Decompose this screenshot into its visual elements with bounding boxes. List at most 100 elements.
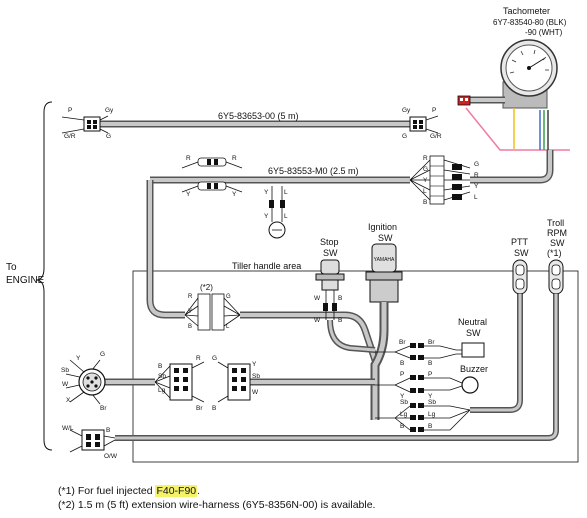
tachometer-part-2: -90 (WHT) bbox=[525, 28, 563, 37]
wire-code-y-buzzer: Y bbox=[400, 393, 405, 400]
wire-code-g-right: G bbox=[402, 133, 407, 140]
harness-1-label: 6Y5-83653-00 (5 m) bbox=[218, 111, 299, 121]
wire-code-r-h2: R bbox=[423, 155, 428, 162]
wire-code-b-neutral-r: B bbox=[428, 360, 432, 367]
stop-switch-cable-inner bbox=[328, 319, 376, 352]
wire-code-l-h2: L bbox=[423, 188, 427, 195]
wire-code-ow-trim: O/W bbox=[104, 453, 118, 460]
wire-code-y-ext: Y bbox=[188, 309, 192, 315]
ptt-wires-left bbox=[375, 405, 411, 431]
wire-code-b-mp1: B bbox=[158, 363, 162, 370]
wire-code-y-h2: Y bbox=[423, 177, 428, 184]
harness-2-to-tach bbox=[470, 150, 554, 184]
tach-red-connector bbox=[457, 95, 471, 106]
footnote-1-suffix: . bbox=[197, 485, 201, 497]
wire-code-b-ptt-r: B bbox=[428, 423, 432, 430]
wire-code-g-left: G bbox=[106, 133, 111, 140]
wire-code-y-lamp-b: Y bbox=[264, 213, 269, 220]
wire-code-gr-right: G/R bbox=[430, 133, 442, 140]
wire-code-r-fuse-l: R bbox=[186, 155, 191, 162]
fuse-connectors bbox=[181, 157, 243, 193]
to-engine-label-2: ENGINE bbox=[6, 275, 45, 286]
extension-note-marker: (*2) bbox=[200, 283, 213, 292]
yamaha-logo: YAMAHA bbox=[374, 257, 395, 263]
footnotes: (*1) For fuel injected F40-F90. (*2) 1.5… bbox=[58, 484, 375, 512]
wire-code-w-stop: W bbox=[314, 295, 321, 302]
troll-switch-label-2: RPM bbox=[547, 228, 567, 238]
harness-2-cable-bottom-inner bbox=[148, 299, 185, 317]
wire-code-p-buzzer-r: P bbox=[428, 371, 432, 378]
wire-code-r-ext: R bbox=[188, 294, 193, 300]
wire-code-g-mp2: G bbox=[212, 355, 217, 362]
wire-code-y-mp2: Y bbox=[252, 361, 257, 368]
wire-code-b-ptt: B bbox=[400, 423, 404, 430]
tachometer-part-1: 6Y7-83540-80 (BLK) bbox=[493, 18, 567, 27]
wire-code-y-fuse-l: Y bbox=[186, 191, 191, 198]
wire-code-y-buzzer-r: Y bbox=[428, 393, 433, 400]
tiller-area-box bbox=[132, 270, 579, 463]
wire-code-sb-mp2: Sb bbox=[252, 373, 260, 380]
wire-code-g-h2: G bbox=[423, 166, 428, 173]
buzzer-wires-left bbox=[375, 377, 411, 393]
harness-1-left-connector bbox=[61, 115, 109, 134]
buzzer-connector bbox=[410, 375, 479, 394]
troll-cable-inner bbox=[115, 294, 558, 440]
wire-code-l-lamp: L bbox=[284, 189, 288, 196]
wire-code-sb-ptt: Sb bbox=[400, 399, 408, 406]
stop-switch-label-2: SW bbox=[323, 248, 338, 258]
ignition-switch: YAMAHA bbox=[365, 243, 403, 303]
wire-code-br-neutral-r: Br bbox=[428, 339, 435, 346]
neutral-switch-label-1: Neutral bbox=[458, 317, 487, 327]
ptt-switch bbox=[512, 259, 528, 295]
wire-code-p-left: P bbox=[68, 107, 72, 114]
to-engine-label-1: To bbox=[6, 262, 17, 273]
wire-code-l-ext: L bbox=[226, 324, 230, 330]
stop-switch-label-1: Stop bbox=[320, 237, 339, 247]
neutral-wires-left bbox=[375, 345, 411, 359]
wire-code-b-trim: B bbox=[106, 427, 110, 434]
wire-code-r-fuse-r: R bbox=[232, 155, 237, 162]
wire-code-lg-ptt-r: Lg bbox=[428, 411, 436, 418]
wire-code-w-round: W bbox=[62, 381, 69, 388]
troll-switch-label-3: SW bbox=[550, 238, 565, 248]
wire-code-g-round: G bbox=[100, 351, 105, 358]
trim-connector bbox=[69, 429, 116, 453]
tachometer-title: Tachometer bbox=[503, 6, 550, 16]
wire-code-b-mp2: B bbox=[212, 405, 216, 412]
wire-code-y-lamp: Y bbox=[264, 189, 269, 196]
footnote-2: (*2) 1.5 m (5 ft) extension wire-harness… bbox=[58, 499, 376, 511]
wire-code-lg-mp1: Lg bbox=[158, 387, 166, 394]
wire-code-gr-left: G/R bbox=[64, 133, 76, 140]
wire-code-lg-ptt: Lg bbox=[400, 411, 408, 418]
engine-brace bbox=[35, 101, 53, 451]
wire-code-gy-right: Gy bbox=[402, 107, 411, 114]
ptt-switch-label-2: SW bbox=[514, 248, 529, 258]
wire-code-w-mp2: W bbox=[252, 389, 259, 396]
buzzer-label: Buzzer bbox=[460, 364, 488, 374]
ignition-switch-label-1: Ignition bbox=[368, 222, 397, 232]
wire-code-w-stop-b: W bbox=[314, 317, 321, 324]
lamp-connector bbox=[268, 186, 286, 239]
footnote-1-prefix: (*1) For fuel injected bbox=[58, 485, 156, 497]
pink-wire bbox=[465, 107, 570, 151]
main-cable-to-switches-inner bbox=[240, 313, 377, 361]
wire-code-y-fuse-r: Y bbox=[232, 191, 237, 198]
tachometer-gauge bbox=[500, 39, 558, 109]
wire-code-wl-trim: W/L bbox=[62, 425, 74, 432]
multi-pin-connector-left bbox=[154, 361, 205, 403]
harness-2-right-connectors bbox=[409, 155, 471, 205]
ptt-wire-connectors bbox=[410, 403, 471, 432]
wire-code-p-buzzer: P bbox=[400, 371, 404, 378]
round-engine-connector bbox=[65, 359, 106, 405]
stop-switch bbox=[315, 259, 345, 320]
tiller-area-label: Tiller handle area bbox=[232, 261, 301, 271]
neutral-switch-label-2: SW bbox=[466, 328, 481, 338]
wire-code-y-h2r: Y bbox=[474, 183, 479, 190]
wire-code-sb-round: Sb bbox=[61, 367, 69, 374]
wire-code-b-neutral: B bbox=[400, 360, 404, 367]
troll-switch bbox=[548, 259, 564, 295]
wire-code-r-mp1: R bbox=[196, 355, 201, 362]
wire-code-p-right: P bbox=[432, 107, 436, 114]
wire-code-x-round: X bbox=[66, 397, 71, 404]
